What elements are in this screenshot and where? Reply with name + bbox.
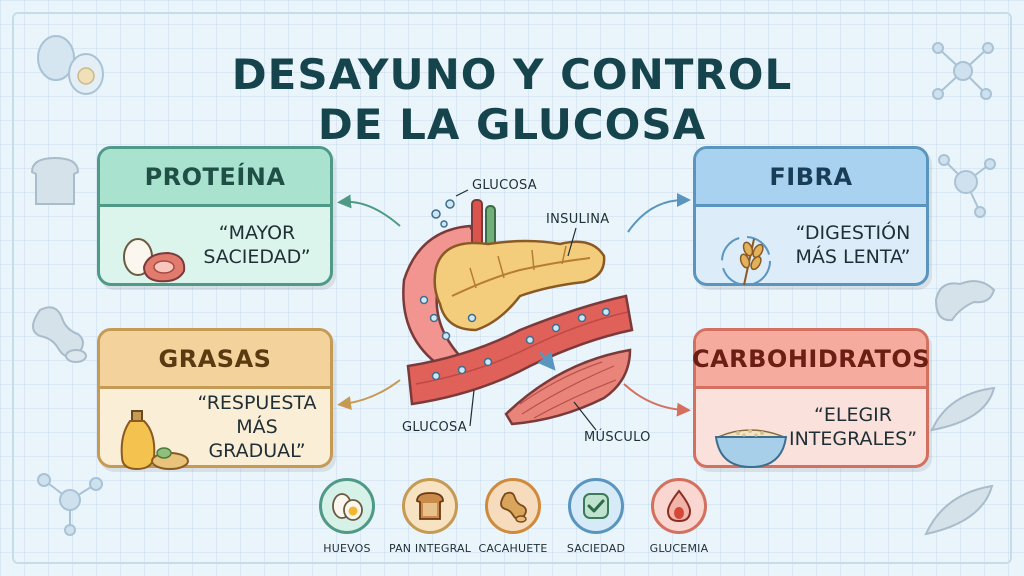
page-title-line-2: DE LA GLUCOSA — [317, 100, 707, 149]
blood-drop-icon — [666, 489, 692, 523]
legend-item-whole-bread: PAN INTEGRAL — [382, 478, 478, 555]
legend-label-peanut: CACAHUETE — [478, 542, 548, 555]
bread-decoration-icon — [30, 156, 80, 205]
glucose-molecules-in-vessel — [431, 307, 611, 381]
arrow-to-fiber — [627, 193, 691, 233]
bread-icon — [416, 492, 444, 520]
page-title-line-1: DESAYUNO Y CONTROL — [231, 50, 793, 99]
card-fiber-text: “DIGESTIÓN MÁS LENTA” — [795, 222, 911, 268]
page-title: DESAYUNO Y CONTROL DE LA GLUCOSA — [212, 50, 812, 150]
card-carbs-heading: CARBOHIDRATOS — [692, 331, 930, 389]
label-glucose-bottom: GLUCOSA — [402, 420, 467, 435]
card-carbs: CARBOHIDRATOS “ELEGIR INTEGRALES” — [692, 328, 930, 469]
wheat-icon — [721, 236, 771, 286]
arrow-to-fat — [337, 379, 401, 411]
label-muscle: MÚSCULO — [584, 430, 651, 445]
card-protein-heading: PROTEÍNA — [100, 149, 330, 207]
arrow-to-protein — [337, 194, 401, 227]
label-insulin: INSULINA — [546, 212, 610, 227]
pancreas-decoration-icon — [934, 280, 996, 322]
oil-bottle-icon — [120, 410, 189, 471]
card-protein: PROTEÍNA “MAYOR SACIEDAD” — [97, 146, 333, 286]
glucose-molecules-floating — [431, 199, 455, 228]
legend-item-eggs: HUEVOS — [299, 478, 395, 555]
grain-bowl-icon — [714, 429, 788, 469]
legend-label-satiety: SACIEDAD — [566, 542, 626, 555]
peanut-icon — [500, 491, 527, 523]
legend-item-glycemia: GLUCEMIA — [631, 478, 727, 555]
card-fat-heading: GRASAS — [100, 331, 330, 389]
molecule-decoration-icon — [938, 154, 996, 218]
legend-item-satiety: SACIEDAD — [548, 478, 644, 555]
muscle-decoration-icon — [930, 386, 996, 432]
arrow-to-carbs — [623, 383, 691, 417]
peanut-decoration-icon — [32, 306, 87, 363]
molecule-decoration-icon — [37, 473, 103, 536]
legend-label-whole-bread: PAN INTEGRAL — [388, 542, 472, 555]
card-fiber-heading: FIBRA — [696, 149, 926, 207]
legend-label-eggs: HUEVOS — [323, 542, 371, 555]
legend-label-glycemia: GLUCEMIA — [649, 542, 709, 555]
card-fat: GRASAS “RESPUESTA MÁS GRADUAL” — [97, 328, 333, 471]
glucose-molecules-in-pancreas — [419, 295, 477, 341]
legend-item-peanut: CACAHUETE — [465, 478, 561, 555]
egg-decoration-icon — [37, 35, 104, 95]
checkmark-icon — [583, 493, 609, 519]
card-protein-text: “MAYOR SACIEDAD” — [203, 222, 311, 268]
blood-vessel-shape — [406, 294, 634, 406]
egg-icon — [332, 493, 363, 521]
muscle-decoration-icon — [924, 484, 994, 536]
egg-steak-icon — [123, 238, 186, 283]
molecule-decoration-icon — [932, 42, 994, 100]
card-fat-text: “RESPUESTA MÁS GRADUAL” — [197, 392, 317, 462]
card-fiber: FIBRA “DIGESTIÓN MÁS LENTA” — [693, 146, 929, 286]
label-glucose-top: GLUCOSA — [472, 178, 537, 193]
card-carbs-text: “ELEGIR INTEGRALES” — [788, 404, 918, 450]
